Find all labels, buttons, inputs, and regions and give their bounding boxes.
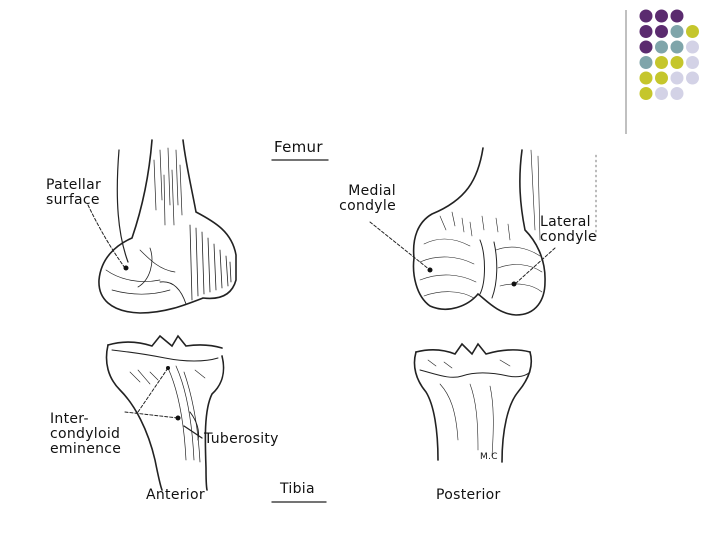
decorative-dot	[639, 56, 653, 69]
decorative-dot	[655, 9, 668, 23]
decorative-dot	[686, 56, 699, 69]
lateral-condyle-label: Lateral condyle	[540, 214, 597, 245]
intercondyloid-eminence-label: Inter- condyloid eminence	[50, 411, 122, 457]
decorative-dot	[670, 56, 684, 69]
decorative-dot	[639, 87, 653, 100]
decorative-dot	[639, 71, 653, 85]
tibia-label: Tibia	[280, 481, 315, 497]
underlines	[271, 159, 329, 503]
decorative-dot	[670, 71, 684, 85]
posterior-tibia	[413, 342, 533, 463]
decorative-dot	[670, 87, 684, 100]
decorative-dot	[670, 9, 684, 23]
decorative-dot	[670, 25, 684, 38]
femur-label: Femur	[274, 138, 323, 156]
decorative-dot	[655, 87, 668, 100]
decorative-dot	[639, 9, 653, 23]
leader-lines	[87, 204, 556, 439]
decorative-dot	[686, 40, 699, 54]
decorative-dot	[655, 71, 668, 85]
decorative-dot	[655, 25, 668, 38]
posterior-femur	[412, 147, 597, 316]
decorative-dot	[639, 40, 653, 54]
medial-condyle-label: Medial condyle	[339, 183, 396, 214]
decorative-dot	[655, 40, 668, 54]
anterior-label: Anterior	[146, 487, 205, 503]
anterior-femur	[98, 139, 237, 314]
decorative-dot	[686, 71, 699, 85]
reference-points	[123, 265, 517, 421]
patellar-surface-label: Patellar surface	[46, 177, 102, 208]
tuberosity-label: Tuberosity	[204, 431, 279, 447]
decorative-dot	[670, 40, 684, 54]
decorative-dot	[639, 25, 653, 38]
posterior-label: Posterior	[436, 487, 501, 503]
decorative-dot	[655, 56, 668, 69]
decorative-dot	[686, 25, 699, 38]
anterior-tibia	[105, 334, 225, 491]
artist-signature: M.C	[480, 452, 498, 462]
